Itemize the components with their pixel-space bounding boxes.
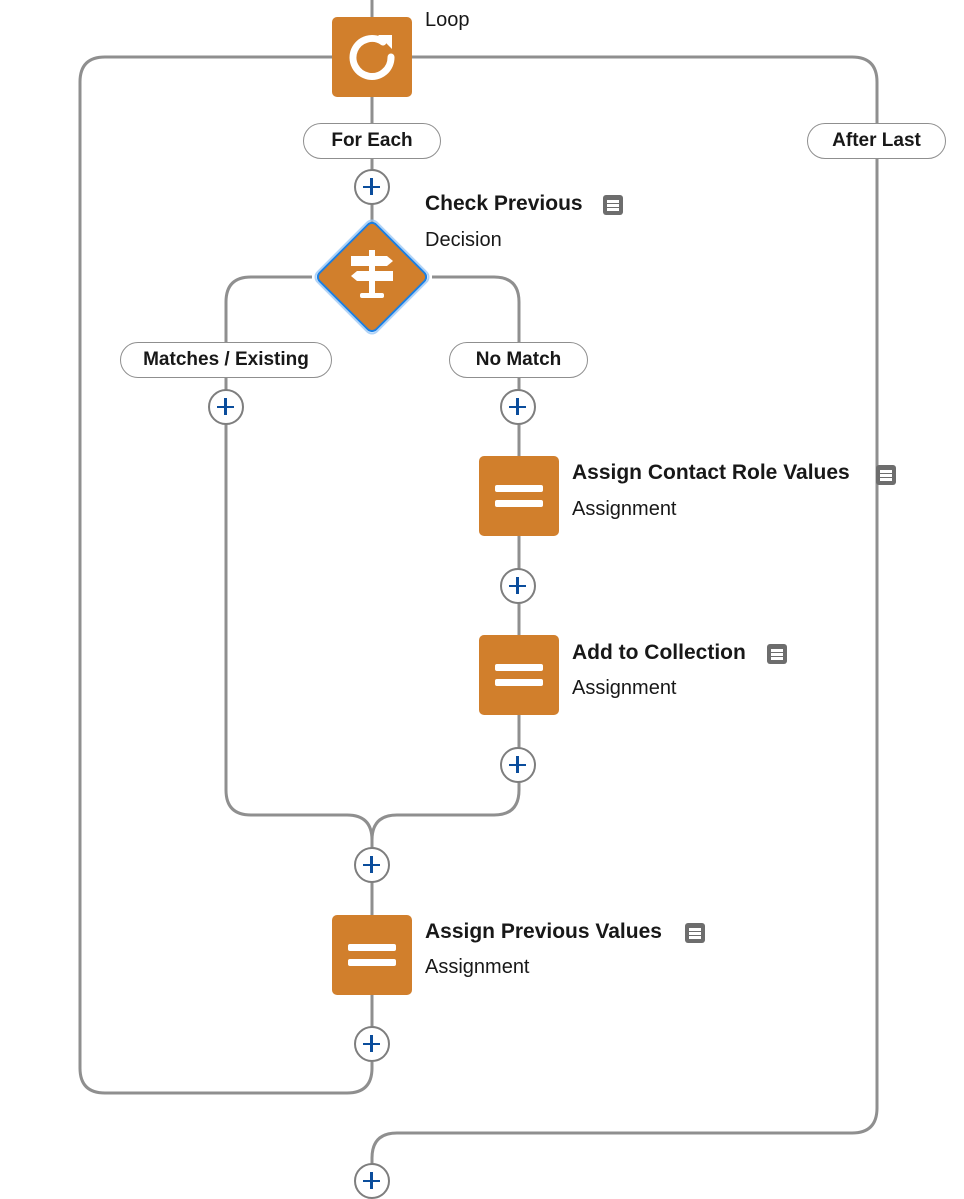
assignment-icon — [495, 485, 543, 492]
add-element-button[interactable] — [500, 747, 536, 783]
assignment-icon — [495, 664, 543, 671]
add-element-button[interactable] — [354, 847, 390, 883]
after-last-pill[interactable]: After Last — [807, 123, 946, 159]
add-to-collection-title: Add to Collection — [572, 641, 746, 664]
outcome-matches-pill[interactable]: Matches / Existing — [120, 342, 332, 378]
decision-node[interactable] — [307, 212, 437, 342]
add-element-button[interactable] — [208, 389, 244, 425]
signpost-icon — [351, 250, 393, 298]
add-element-button[interactable] — [500, 568, 536, 604]
decision-type: Decision — [425, 229, 502, 251]
assign-contact-role-type: Assignment — [572, 498, 677, 520]
loop-label: Loop — [425, 9, 470, 31]
decision-title: Check Previous — [425, 192, 583, 215]
assign-previous-type: Assignment — [425, 956, 530, 978]
description-icon[interactable] — [685, 923, 705, 943]
add-to-collection-node[interactable] — [479, 635, 559, 715]
loop-node[interactable] — [332, 17, 412, 97]
add-element-button[interactable] — [354, 1163, 390, 1199]
assign-contact-role-title: Assign Contact Role Values — [572, 461, 850, 484]
add-element-button[interactable] — [500, 389, 536, 425]
loop-icon — [349, 35, 395, 80]
assign-previous-node[interactable] — [332, 915, 412, 995]
assign-previous-title: Assign Previous Values — [425, 920, 662, 943]
add-to-collection-type: Assignment — [572, 677, 677, 699]
outcome-no-match-pill[interactable]: No Match — [449, 342, 588, 378]
description-icon[interactable] — [876, 465, 896, 485]
assign-contact-role-node[interactable] — [479, 456, 559, 536]
description-icon[interactable] — [767, 644, 787, 664]
add-element-button[interactable] — [354, 1026, 390, 1062]
add-element-button[interactable] — [354, 169, 390, 205]
for-each-pill[interactable]: For Each — [303, 123, 441, 159]
description-icon[interactable] — [603, 195, 623, 215]
assignment-icon — [348, 944, 396, 951]
